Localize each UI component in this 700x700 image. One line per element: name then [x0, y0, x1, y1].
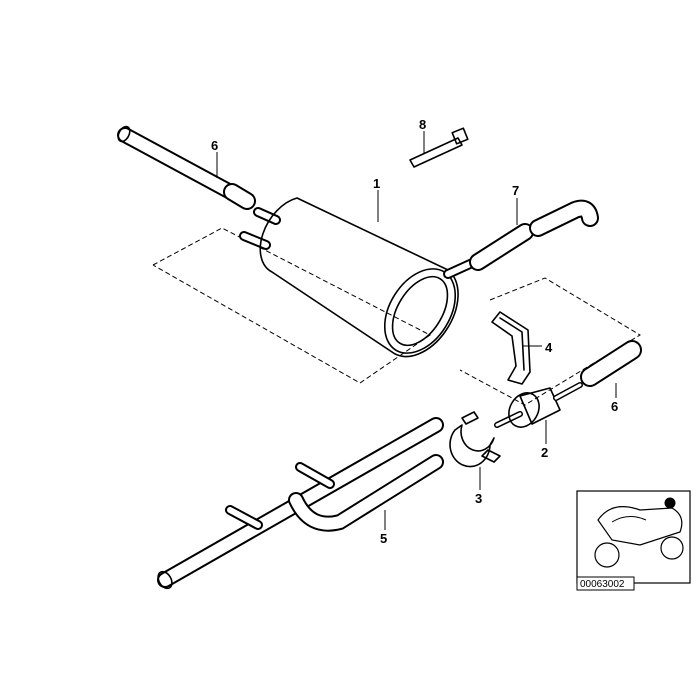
fuel-filter-canister — [239, 197, 475, 358]
callout-part-1: 1 — [373, 176, 380, 191]
callout-part-8: 8 — [419, 117, 426, 132]
hose-lower-right — [580, 340, 642, 387]
callout-part-6-upper: 6 — [211, 138, 218, 153]
motorcycle-icon — [594, 497, 684, 568]
callout-part-2: 2 — [541, 445, 548, 460]
hose-upper-left — [117, 125, 256, 210]
assembly-frame-upper — [152, 227, 431, 384]
cable-tie — [409, 127, 469, 168]
leader-lines — [216, 131, 617, 530]
elbow-hose — [469, 199, 599, 271]
callout-part-5: 5 — [380, 531, 387, 546]
callout-part-4: 4 — [545, 340, 553, 355]
callout-part-3: 3 — [475, 491, 482, 506]
callout-labels: 1 6 7 8 4 2 3 5 6 — [211, 117, 618, 546]
hose-assembly — [157, 417, 444, 590]
inset-thumbnail: 00063002 — [576, 490, 691, 591]
filter-pump-unit — [494, 382, 583, 428]
bracket — [491, 311, 531, 385]
assembly-frame-lower — [459, 277, 641, 406]
hose-clamp — [449, 411, 501, 468]
callout-part-7: 7 — [512, 183, 519, 198]
callout-part-6-lower: 6 — [611, 399, 618, 414]
diagram-reference-code: 00063002 — [580, 579, 625, 590]
